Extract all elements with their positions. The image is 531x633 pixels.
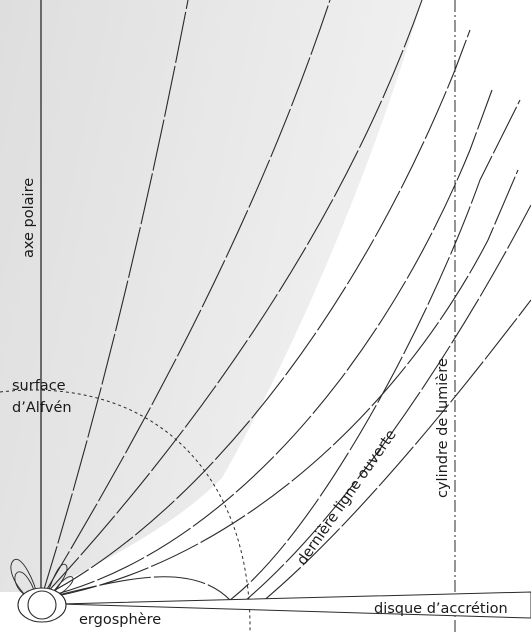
wind-region [0, 0, 422, 592]
closed-loop-1 [10, 559, 39, 599]
alfven-surface-label-line2: d’Alfvén [12, 400, 72, 416]
ergosphere-label: ergosphère [79, 612, 161, 628]
last-open-field-line [45, 99, 521, 601]
alfven-surface-label-line1: surface [12, 378, 66, 394]
field-line-3 [43, 0, 423, 597]
field-line-5 [44, 89, 493, 598]
last-open-line-label: dernière ligne ouverte [294, 427, 400, 568]
field-line-2 [42, 0, 331, 597]
outer-field-line [245, 204, 531, 601]
polar-axis-label: axe polaire [21, 178, 37, 258]
accretion-disk-label: disque d’accrétion [374, 601, 508, 617]
field-line-6 [45, 169, 519, 599]
closed-loop-2 [14, 571, 37, 599]
field-line-4 [43, 29, 471, 597]
alfven-surface [0, 389, 251, 633]
outer-field-line-2 [261, 299, 531, 603]
closed-loop-4 [47, 576, 74, 600]
light-cylinder-label: cylindre de lumière [435, 358, 451, 498]
field-line-1 [41, 0, 189, 597]
black-hole-horizon [27, 590, 57, 620]
accretion-disk [59, 591, 531, 619]
